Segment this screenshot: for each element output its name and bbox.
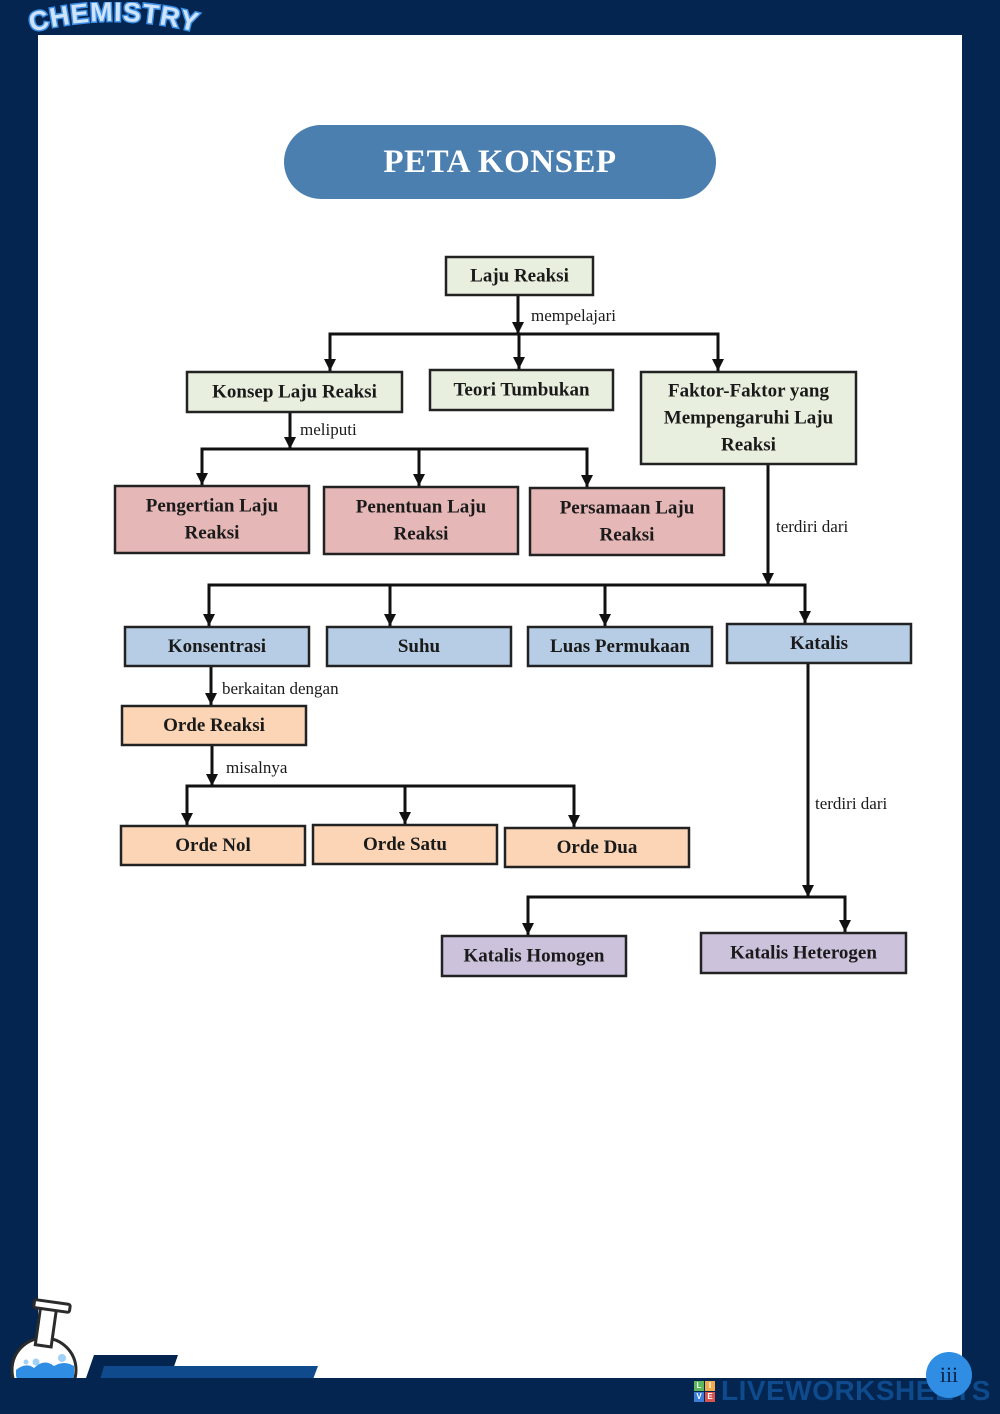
node-label-laju-reaksi: Laju Reaksi [470, 265, 569, 286]
node-box-orde-nol [119, 824, 307, 867]
arrow-head-icon [206, 774, 218, 786]
node-box-laju-reaksi [444, 255, 595, 297]
arrow-head-icon [839, 920, 851, 932]
node-box-pengertian [113, 484, 311, 555]
node-label-katalis: Katalis [790, 633, 848, 654]
node-label-pengertian: Pengertian Laju [146, 495, 279, 516]
node-box-orde-dua [503, 826, 691, 869]
arrow-head-icon [599, 614, 611, 626]
node-label-teori-tumbukan: Teori Tumbukan [453, 379, 590, 400]
node-box-orde-reaksi [120, 704, 308, 747]
edge-label: terdiri dari [776, 517, 848, 536]
node-box-konsentrasi [123, 625, 311, 668]
edge-label: mempelajari [531, 306, 616, 325]
node-box-katalis-homogen [440, 934, 628, 978]
node-label-luas-permukaan: Luas Permukaan [550, 636, 690, 657]
node-box-luas-permukaan [526, 625, 714, 668]
edge-label: berkaitan dengan [222, 679, 339, 698]
page-title: PETA KONSEP [284, 125, 716, 199]
node-label-orde-nol: Orde Nol [175, 835, 250, 856]
node-box-penentuan [322, 485, 520, 556]
node-label-faktor: Mempengaruhi Laju [664, 407, 834, 428]
node-label-orde-satu: Orde Satu [363, 834, 447, 855]
edge-label: misalnya [226, 758, 288, 777]
node-label-faktor: Reaksi [721, 434, 776, 455]
arrow-head-icon [399, 812, 411, 824]
arrow-head-icon [205, 693, 217, 705]
arrow-head-icon [203, 614, 215, 626]
arrow-head-icon [802, 885, 814, 897]
node-box-teori-tumbukan [428, 368, 615, 412]
node-box-suhu [325, 625, 513, 668]
arrow-head-icon [413, 474, 425, 486]
footer-band [0, 1378, 1000, 1414]
arrow-head-icon [799, 611, 811, 623]
edge-label: terdiri dari [815, 794, 887, 813]
arrow-head-icon [384, 614, 396, 626]
node-box-faktor [639, 370, 858, 466]
arrow-head-icon [581, 475, 593, 487]
chemistry-logo: CHEMISTRY [24, 2, 202, 39]
node-box-katalis [725, 622, 913, 665]
arrow-head-icon [522, 923, 534, 935]
arrow-head-icon [324, 359, 336, 371]
arrow-head-icon [284, 437, 296, 449]
arrow-head-icon [712, 359, 724, 371]
arrow-head-icon [762, 573, 774, 585]
node-box-katalis-heterogen [699, 931, 908, 975]
arrow-head-icon [512, 322, 524, 334]
node-label-katalis-heterogen: Katalis Heterogen [730, 942, 877, 963]
arrow-head-icon [181, 813, 193, 825]
node-label-persamaan: Reaksi [600, 524, 655, 545]
arrow-head-icon [513, 357, 525, 369]
node-box-orde-satu [311, 823, 499, 866]
node-box-konsep-laju-reaksi [185, 370, 404, 414]
node-label-pengertian: Reaksi [185, 522, 240, 543]
node-label-suhu: Suhu [398, 636, 441, 657]
node-label-persamaan: Persamaan Laju [560, 497, 695, 518]
node-label-orde-reaksi: Orde Reaksi [163, 715, 265, 736]
node-label-katalis-homogen: Katalis Homogen [464, 945, 605, 966]
node-label-faktor: Faktor-Faktor yang [668, 380, 829, 401]
node-box-persamaan [528, 486, 726, 557]
liveworksheets-badge: L I V E [694, 1380, 715, 1402]
arrow-head-icon [196, 473, 208, 485]
node-label-penentuan: Reaksi [394, 523, 449, 544]
node-label-penentuan: Penentuan Laju [356, 496, 487, 517]
node-label-konsentrasi: Konsentrasi [168, 636, 266, 657]
page-number: iii [926, 1352, 972, 1398]
edge-label: meliputi [300, 420, 357, 439]
node-label-konsep-laju-reaksi: Konsep Laju Reaksi [212, 381, 377, 402]
arrow-head-icon [568, 815, 580, 827]
node-label-orde-dua: Orde Dua [557, 837, 638, 858]
